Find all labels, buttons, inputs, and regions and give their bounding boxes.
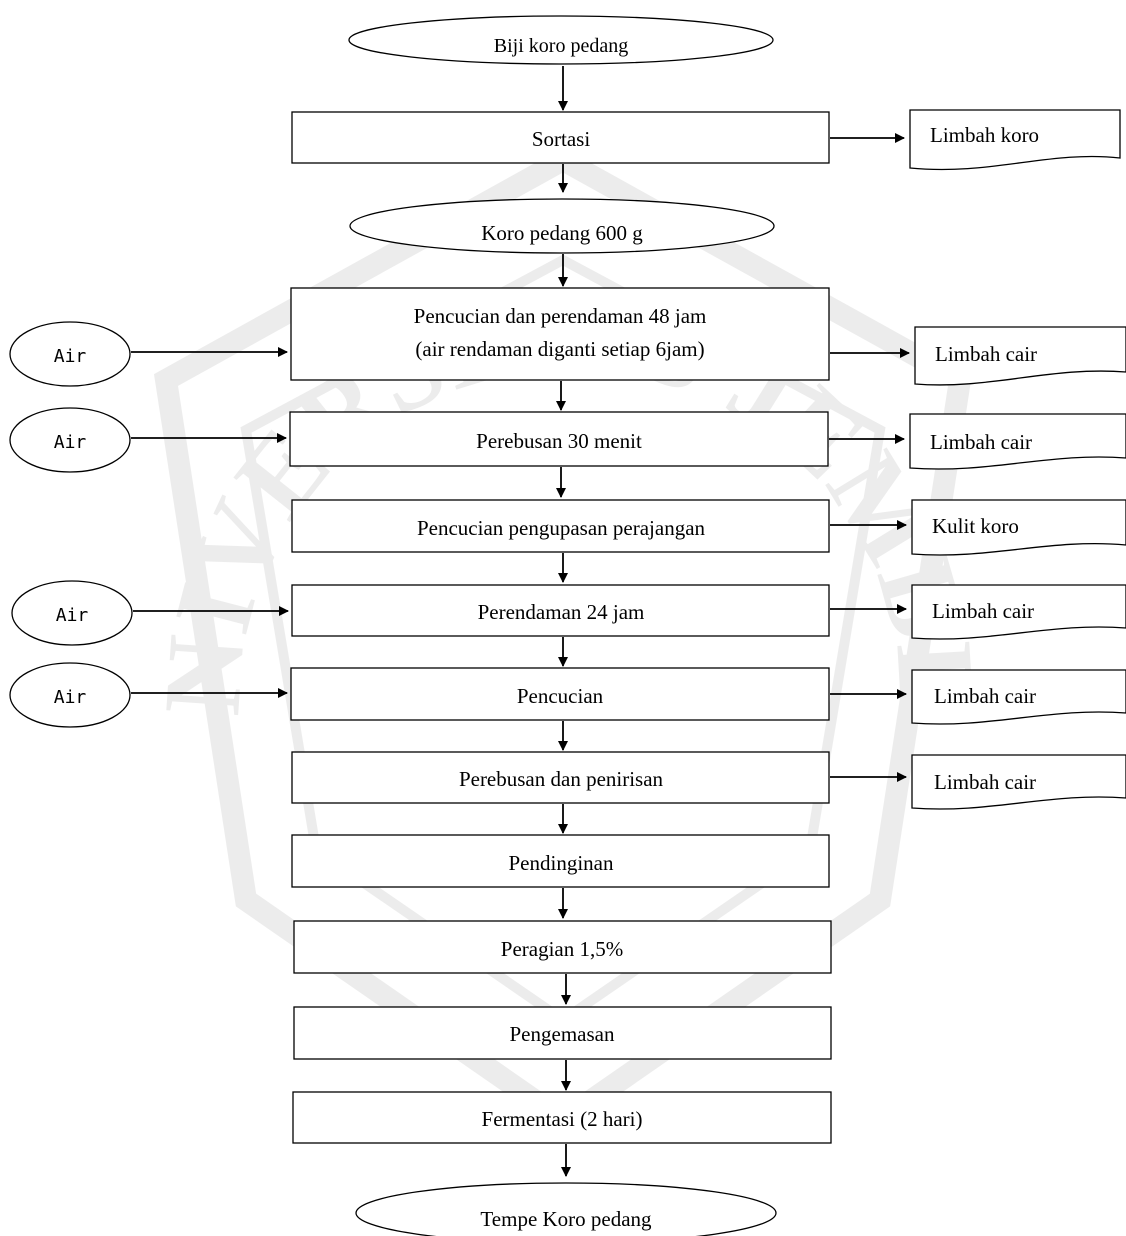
step-label: Perebusan dan penirisan <box>459 767 664 791</box>
output-limbah-koro: Limbah koro <box>830 109 1121 171</box>
output-limbah-cair-2: Limbah cair <box>829 413 1126 470</box>
input-label: Air <box>54 346 87 367</box>
output-label: Limbah cair <box>934 770 1036 794</box>
end-label: Tempe Koro pedang <box>480 1207 652 1231</box>
start-label: Biji koro pedang <box>494 35 628 57</box>
intermediate-label: Koro pedang 600 g <box>481 221 643 245</box>
step-label: Pendinginan <box>509 851 614 875</box>
step-pengemasan: Pengemasan <box>293 1006 832 1060</box>
output-kulit-koro: Kulit koro <box>830 499 1126 556</box>
step-label: Perebusan 30 menit <box>476 429 642 453</box>
output-label: Limbah cair <box>935 342 1037 366</box>
step-sortasi: Sortasi <box>291 111 830 164</box>
input-label: Air <box>54 687 87 708</box>
start-terminal: Biji koro pedang <box>348 15 774 65</box>
step-peragian: Peragian 1,5% <box>293 920 832 974</box>
step-label-line1: Pencucian dan perendaman 48 jam <box>414 304 707 328</box>
input-label: Air <box>54 432 87 453</box>
input-air-1: Air <box>9 321 288 387</box>
step-pendinginan: Pendinginan <box>291 834 830 888</box>
step-label: Pengemasan <box>510 1022 615 1046</box>
output-label: Limbah koro <box>930 123 1039 147</box>
output-label: Limbah cair <box>934 684 1036 708</box>
output-label: Kulit koro <box>932 514 1019 538</box>
step-label: Sortasi <box>532 127 591 151</box>
step-perendaman-48-jam: Pencucian dan perendaman 48 jam (air ren… <box>290 287 830 381</box>
step-label: Peragian 1,5% <box>501 937 623 961</box>
input-air-4: Air <box>9 662 288 728</box>
output-limbah-cair-3: Limbah cair <box>830 584 1126 640</box>
input-air-2: Air <box>9 407 287 473</box>
step-pencucian: Pencucian <box>290 667 830 721</box>
step-fermentasi: Fermentasi (2 hari) <box>292 1091 832 1144</box>
output-limbah-cair-1: Limbah cair <box>830 326 1126 386</box>
output-limbah-cair-5: Limbah cair <box>830 754 1126 810</box>
end-terminal: Tempe Koro pedang <box>355 1182 777 1236</box>
output-label: Limbah cair <box>930 430 1032 454</box>
input-label: Air <box>56 605 89 626</box>
step-label-line2: (air rendaman diganti setiap 6jam) <box>415 337 704 361</box>
output-limbah-cair-4: Limbah cair <box>830 669 1126 725</box>
step-pengupasan: Pencucian pengupasan perajangan <box>291 499 830 553</box>
step-label: Fermentasi (2 hari) <box>482 1107 643 1131</box>
input-air-3: Air <box>11 580 289 646</box>
step-perendaman-24-jam: Perendaman 24 jam <box>291 584 830 637</box>
intermediate-terminal: Koro pedang 600 g <box>349 198 775 254</box>
step-label: Pencucian pengupasan perajangan <box>417 516 706 540</box>
step-perebusan-penirisan: Perebusan dan penirisan <box>291 751 830 804</box>
output-label: Limbah cair <box>932 599 1034 623</box>
step-label: Pencucian <box>517 684 604 708</box>
step-label: Perendaman 24 jam <box>478 600 645 624</box>
step-perebusan-30-menit: Perebusan 30 menit <box>289 411 829 467</box>
